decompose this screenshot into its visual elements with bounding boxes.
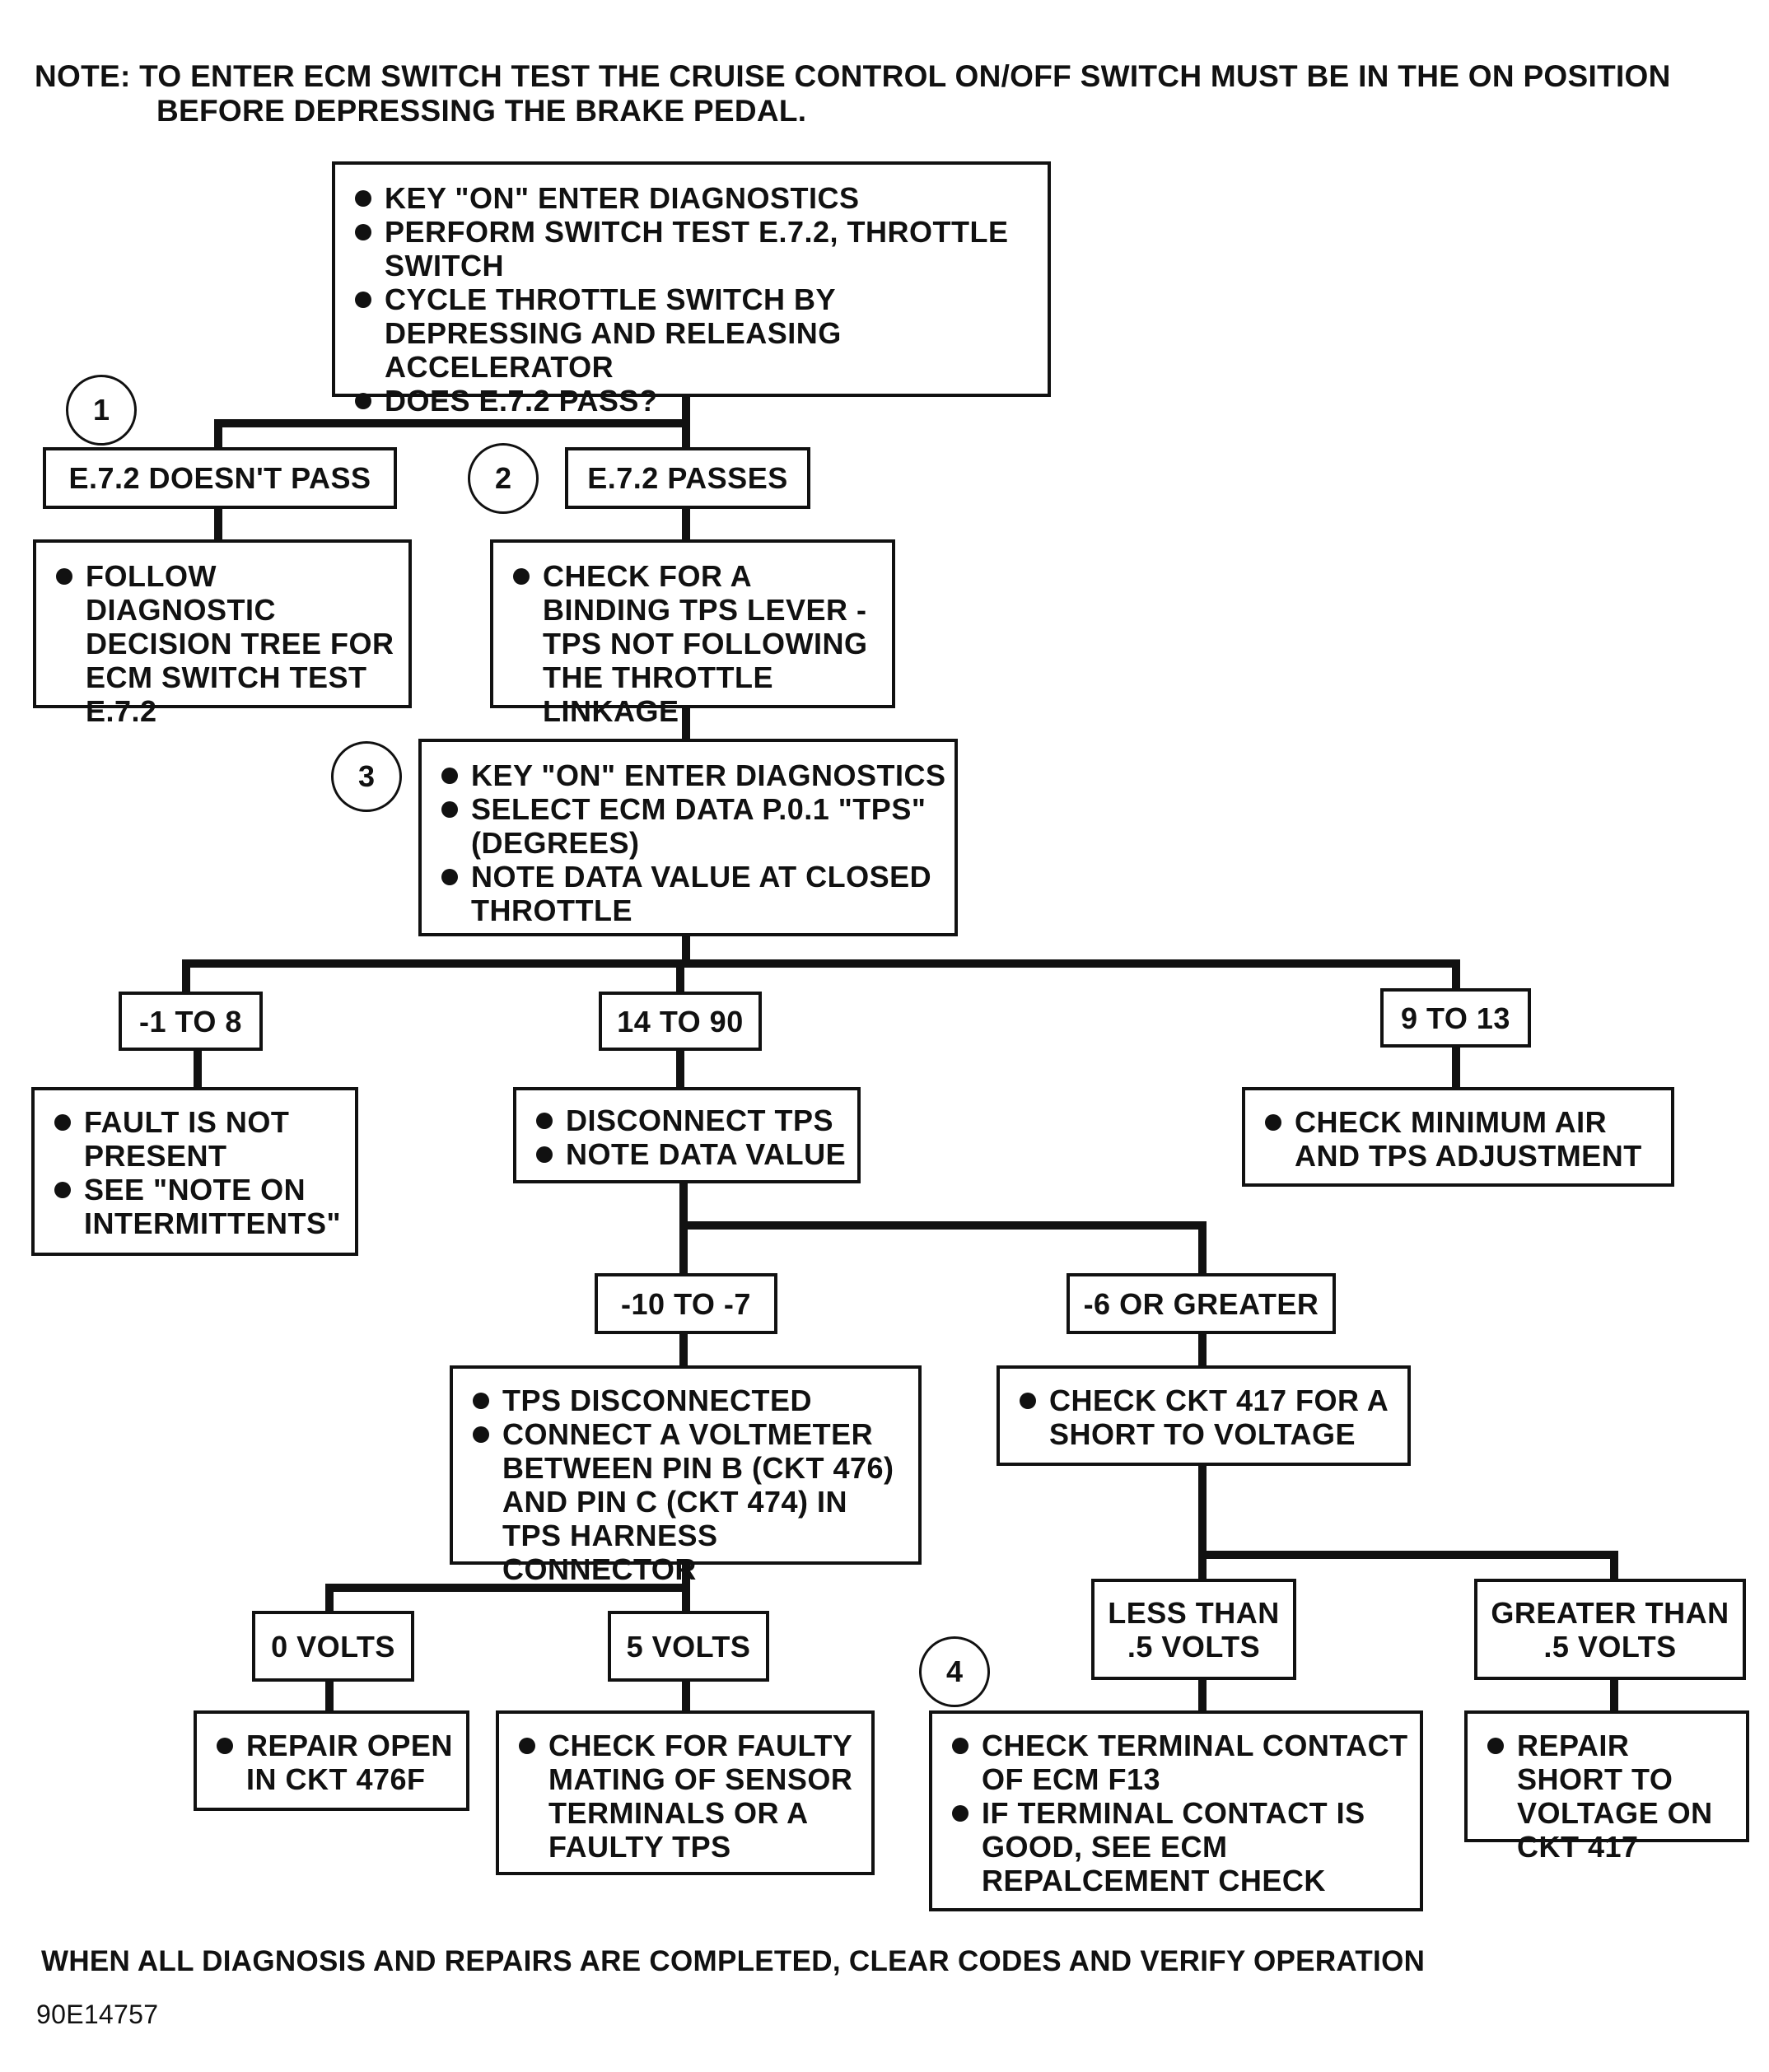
fail-action-box: FOLLOW DIAGNOSTIC DECISION TREE FOR ECM … xyxy=(33,539,412,728)
step-circle-4: 4 xyxy=(919,1636,990,1707)
disc-high-action-box: CHECK CKT 417 FOR A SHORT TO VOLTAGE xyxy=(997,1365,1411,1466)
pass-label-box: E.7.2 PASSES xyxy=(565,447,810,509)
step-circle-2: 2 xyxy=(468,443,539,514)
five-action-box: CHECK FOR FAULTY MATING OF SENSOR TERMIN… xyxy=(496,1710,875,1875)
tps-check-box: KEY "ON" ENTER DIAGNOSTICS SELECT ECM DA… xyxy=(418,739,958,936)
disc-high-action-step: CHECK CKT 417 FOR A SHORT TO VOLTAGE xyxy=(1016,1384,1399,1451)
high-action-box: DISCONNECT TPS NOTE DATA VALUE xyxy=(513,1087,861,1183)
footer-note: WHEN ALL DIAGNOSIS AND REPAIRS ARE COMPL… xyxy=(41,1945,1426,1977)
high-action-step-1: DISCONNECT TPS xyxy=(533,1104,849,1137)
note-line-1: NOTE: TO ENTER ECM SWITCH TEST THE CRUIS… xyxy=(35,59,1671,93)
fail-label-box: E.7.2 DOESN'T PASS xyxy=(43,447,397,509)
pass-action-box: CHECK FOR A BINDING TPS LEVER - TPS NOT … xyxy=(490,539,895,728)
low-action-step-2: SEE "NOTE ON INTERMITTENTS" xyxy=(51,1173,347,1240)
range-high-box: 14 TO 90 xyxy=(599,992,762,1051)
disc-low-action-box: TPS DISCONNECTED CONNECT A VOLTMETER BET… xyxy=(450,1365,922,1586)
mid-action-step: CHECK MINIMUM AIR AND TPS ADJUSTMENT xyxy=(1262,1105,1663,1173)
mid-action-box: CHECK MINIMUM AIR AND TPS ADJUSTMENT xyxy=(1242,1087,1674,1187)
low-action-step-1: FAULT IS NOT PRESENT xyxy=(51,1105,347,1173)
step-circle-3: 3 xyxy=(331,741,402,812)
less-action-box: CHECK TERMINAL CONTACT OF ECM F13 IF TER… xyxy=(929,1710,1423,1911)
high-action-step-2: NOTE DATA VALUE xyxy=(533,1137,849,1171)
disc-high-box: -6 OR GREATER xyxy=(1067,1273,1336,1334)
disc-low-action-step-2: CONNECT A VOLTMETER BETWEEN PIN B (CKT 4… xyxy=(469,1417,910,1586)
note-text: NOTE: TO ENTER ECM SWITCH TEST THE CRUIS… xyxy=(35,59,1671,128)
start-step-3: CYCLE THROTTLE SWITCH BY DEPRESSING AND … xyxy=(352,282,1034,384)
range-mid-box: 9 TO 13 xyxy=(1380,988,1531,1048)
disc-low-box: -10 TO -7 xyxy=(595,1273,777,1334)
figure-code: 90E14757 xyxy=(36,2000,159,2029)
note-line-2: BEFORE DEPRESSING THE BRAKE PEDAL. xyxy=(156,94,807,128)
tps-check-step-2: SELECT ECM DATA P.0.1 "TPS" (DEGREES) xyxy=(438,792,946,860)
less-than-box: LESS THAN .5 VOLTS xyxy=(1091,1579,1296,1680)
disc-low-action-step-1: TPS DISCONNECTED xyxy=(469,1384,910,1417)
start-step-1: KEY "ON" ENTER DIAGNOSTICS xyxy=(352,181,1034,215)
tps-check-step-1: KEY "ON" ENTER DIAGNOSTICS xyxy=(438,758,946,792)
zero-action-step: REPAIR OPEN IN CKT 476F xyxy=(213,1729,458,1796)
step-circle-1: 1 xyxy=(66,375,137,446)
fail-action-step: FOLLOW DIAGNOSTIC DECISION TREE FOR ECM … xyxy=(53,559,400,728)
greater-action-box: REPAIR SHORT TO VOLTAGE ON CKT 417 xyxy=(1464,1710,1749,1864)
pass-action-step: CHECK FOR A BINDING TPS LEVER - TPS NOT … xyxy=(510,559,884,728)
zero-action-box: REPAIR OPEN IN CKT 476F xyxy=(194,1710,469,1811)
start-diagnostics-box: KEY "ON" ENTER DIAGNOSTICS PERFORM SWITC… xyxy=(332,161,1051,418)
range-low-box: -1 TO 8 xyxy=(119,992,263,1051)
greater-than-box: GREATER THAN .5 VOLTS xyxy=(1474,1579,1746,1680)
start-step-4: DOES E.7.2 PASS? xyxy=(352,384,1034,418)
greater-action-step: REPAIR SHORT TO VOLTAGE ON CKT 417 xyxy=(1484,1729,1738,1864)
low-action-box: FAULT IS NOT PRESENT SEE "NOTE ON INTERM… xyxy=(31,1087,358,1256)
less-action-step-1: CHECK TERMINAL CONTACT OF ECM F13 xyxy=(949,1729,1412,1796)
less-action-step-2: IF TERMINAL CONTACT IS GOOD, SEE ECM REP… xyxy=(949,1796,1412,1897)
five-volts-box: 5 VOLTS xyxy=(608,1611,769,1682)
five-action-step: CHECK FOR FAULTY MATING OF SENSOR TERMIN… xyxy=(516,1729,863,1864)
start-step-2: PERFORM SWITCH TEST E.7.2, THROTTLE SWIT… xyxy=(352,215,1034,282)
tps-check-step-3: NOTE DATA VALUE AT CLOSED THROTTLE xyxy=(438,860,946,927)
zero-volts-box: 0 VOLTS xyxy=(252,1611,414,1682)
